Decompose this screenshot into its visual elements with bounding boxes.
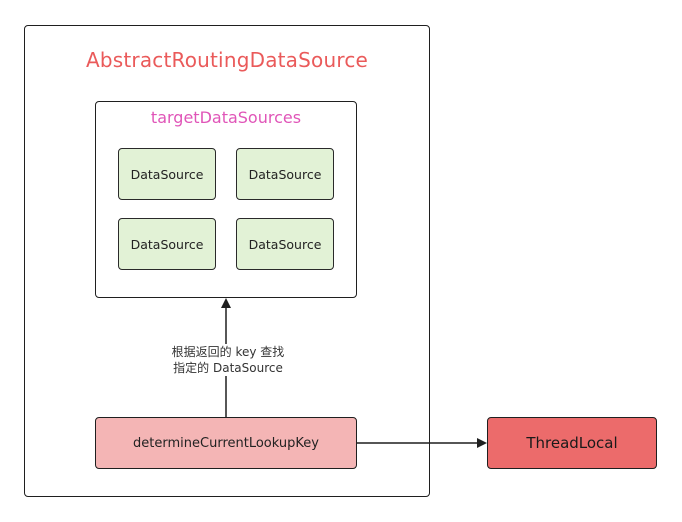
threadlocal-box: ThreadLocal: [487, 417, 657, 469]
datasource-box-1: DataSource: [118, 148, 216, 200]
datasource-box-3: DataSource: [118, 218, 216, 270]
arrow-label-line-2: 指定的 DataSource: [173, 361, 283, 375]
abstract-routing-datasource-title: AbstractRoutingDataSource: [85, 48, 369, 72]
datasource-box-4: DataSource: [236, 218, 334, 270]
arrow-label-line-1: 根据返回的 key 查找: [171, 345, 285, 359]
target-datasources-title: targetDataSources: [150, 108, 302, 127]
datasource-box-2: DataSource: [236, 148, 334, 200]
determine-current-lookup-key-box: determineCurrentLookupKey: [95, 417, 357, 469]
arrow-label: 根据返回的 key 查找 指定的 DataSource: [140, 344, 316, 376]
